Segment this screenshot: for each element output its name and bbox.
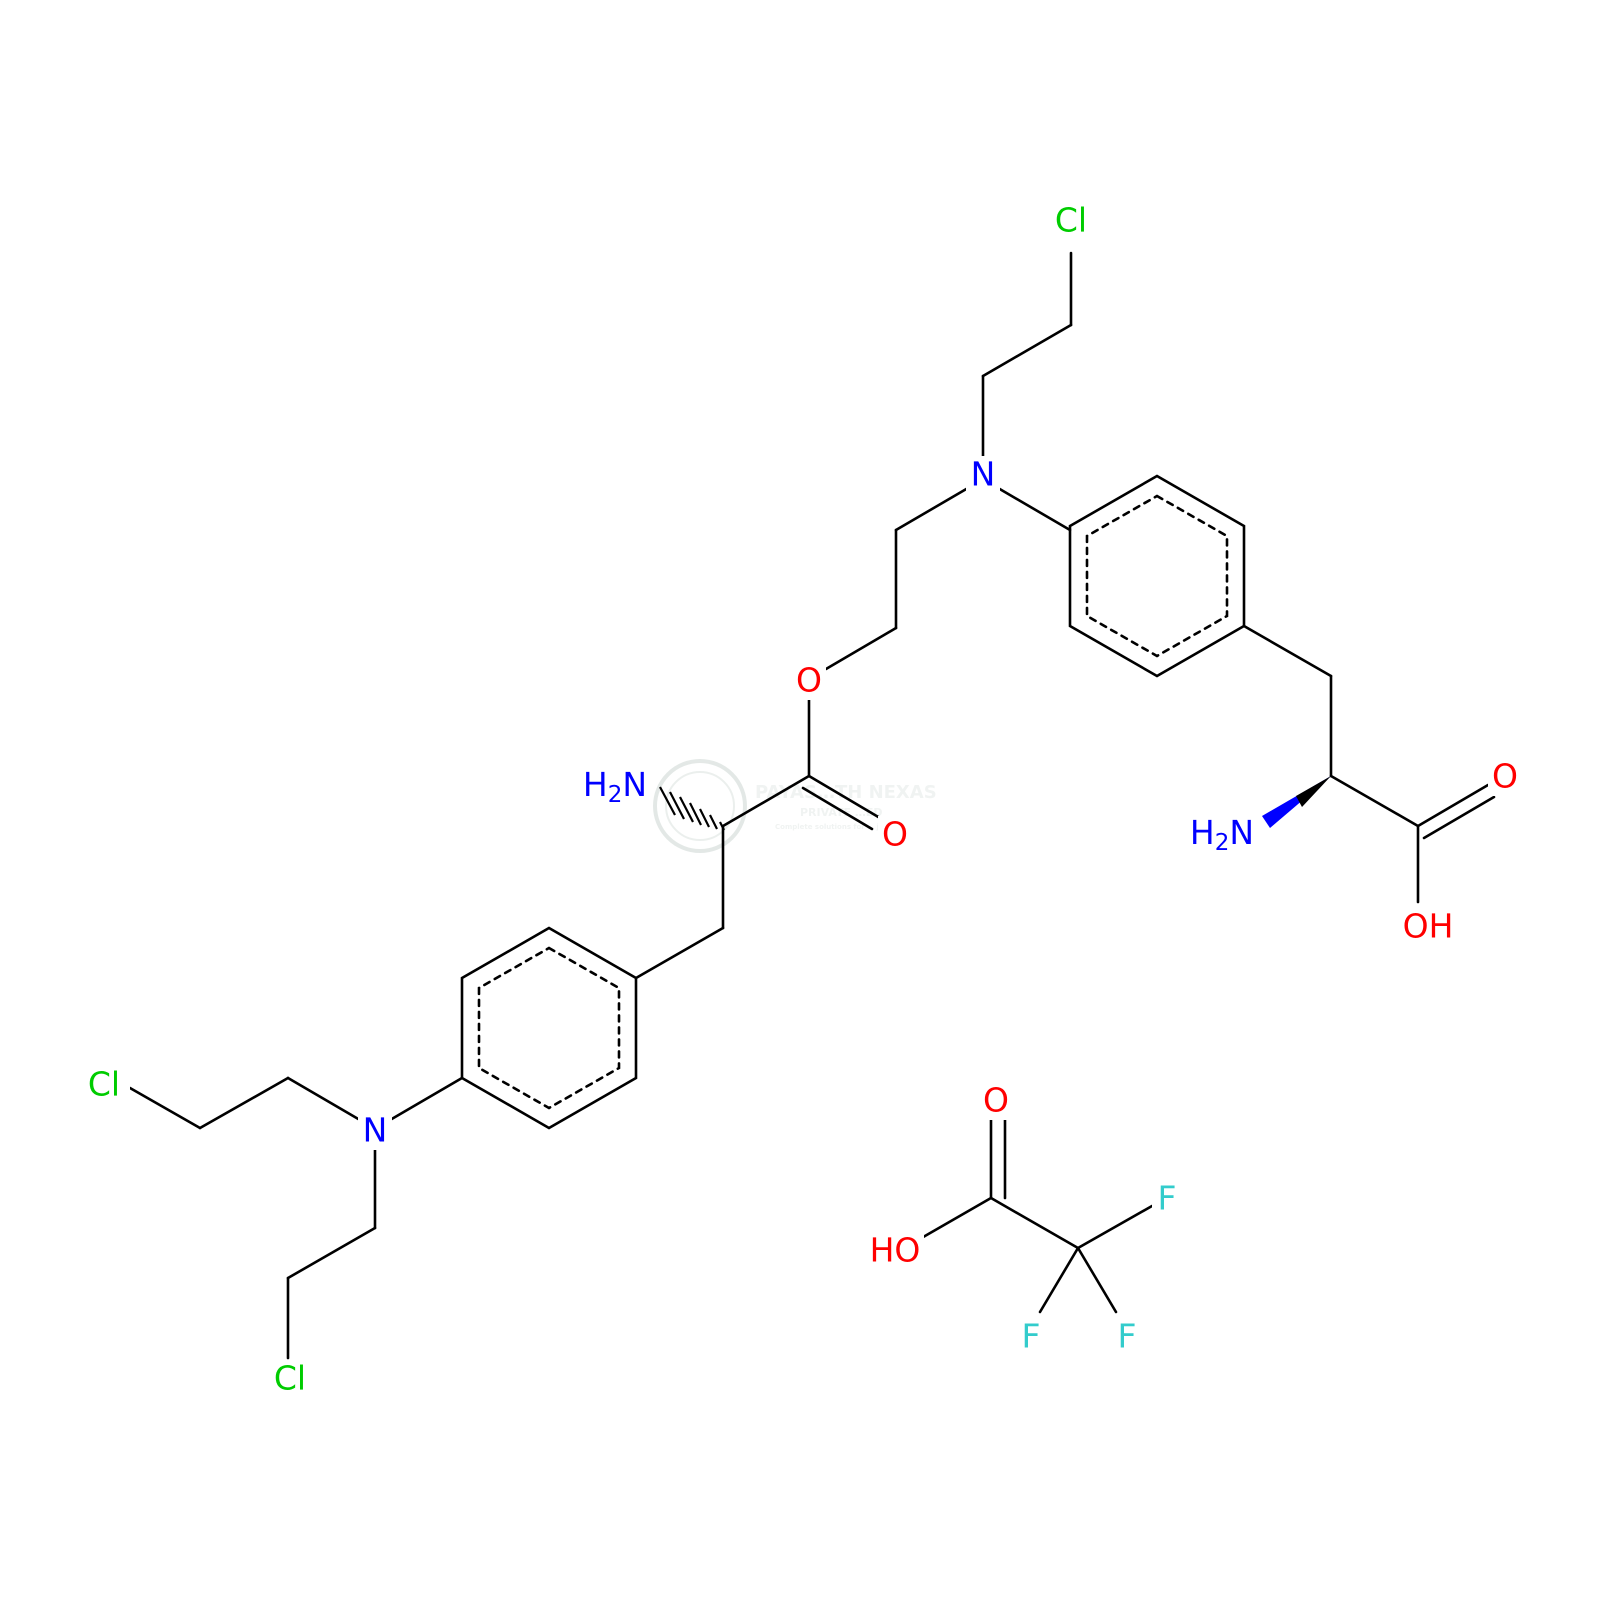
bond-cf3-f1 — [1076, 1204, 1154, 1250]
atom-o-tfa: O — [983, 1081, 1009, 1120]
stereo-bonds — [659, 776, 1331, 831]
bond-tfa-c-cf3 — [989, 1196, 1080, 1250]
watermark-inner-circle — [665, 771, 735, 841]
bond-cf3-f2 — [1038, 1246, 1080, 1314]
atom-cl-top: Cl — [1055, 201, 1087, 240]
solid-wedge-c — [1296, 776, 1331, 807]
atom-n-lower: N — [363, 1111, 388, 1150]
watermark-line2: PRIVATE …ED — [800, 806, 883, 819]
atom-nh2-right: H2N — [1190, 813, 1254, 856]
atom-f-2: F — [1022, 1317, 1041, 1356]
atom-cl-bottom: Cl — [274, 1359, 306, 1398]
bond-ch2-ch2-l — [198, 1076, 290, 1130]
bond-ring-n — [388, 1076, 464, 1122]
atom-f-1: F — [1158, 1179, 1177, 1218]
bond-ch2-ch2-b2 — [286, 1226, 377, 1280]
hashed-wedge — [659, 786, 725, 831]
ring-upper-aromatic — [1085, 494, 1229, 658]
ring-lower-aromatic — [477, 946, 621, 1110]
bond-ch2-cl-l — [128, 1086, 202, 1130]
bond-ch2-ring2 — [634, 926, 725, 980]
bond-ch2-o — [824, 626, 898, 671]
bond-tfa-c-oh — [916, 1196, 993, 1242]
atom-oh-acid-right: OH — [1403, 907, 1454, 946]
atom-f-3: F — [1118, 1317, 1137, 1356]
bond-n-ch2-l — [286, 1076, 362, 1122]
bond-c-calpha — [721, 774, 811, 828]
bond-c-o-acid-2 — [1422, 795, 1496, 840]
ring-upper — [1068, 474, 1246, 678]
bond-ch2-ch2 — [981, 323, 1073, 378]
atom-o-acid-right: O — [1492, 757, 1518, 796]
ring-lower — [460, 926, 638, 1130]
atom-nh2-left: H2N — [583, 765, 647, 808]
bond-c-o-double-1 — [807, 774, 882, 820]
bond-n-ch2 — [894, 486, 970, 532]
watermark-line3: Complete solutions for … journey — [775, 823, 907, 831]
atom-o-ester: O — [796, 661, 822, 700]
bond-calpha-cooh — [1329, 774, 1420, 828]
watermark-circle — [653, 759, 747, 853]
bond-c-o-acid-1 — [1416, 783, 1490, 828]
atom-o-carbonyl-left: O — [882, 815, 908, 854]
atom-labels: Cl N O H2N O H2N O OH Cl N Cl O HO F F F — [84, 200, 1522, 1400]
bond-cf3-f3 — [1076, 1246, 1118, 1314]
bonds — [128, 251, 1496, 1360]
watermark-logo: PAYAS…TH NEXAS PRIVATE …ED Complete solu… — [653, 759, 937, 853]
bond-c-o-double-2 — [801, 786, 874, 831]
atom-ho-tfa: HO — [870, 1231, 921, 1270]
watermark-line1: PAYAS…TH NEXAS — [755, 782, 937, 803]
atom-cl-left: Cl — [88, 1065, 120, 1104]
bond-n-ring — [996, 486, 1072, 532]
atom-n-upper: N — [971, 455, 996, 494]
bond-ring-ch2 — [1242, 624, 1333, 678]
